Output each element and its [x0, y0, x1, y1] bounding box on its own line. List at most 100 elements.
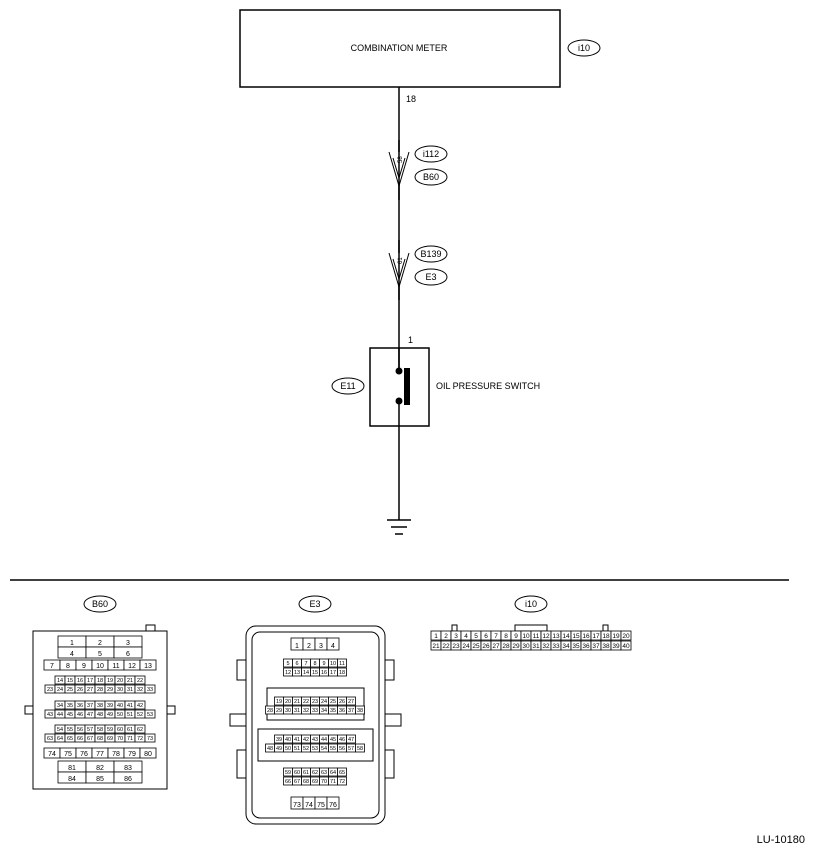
e3-pin-number: 21 [294, 699, 300, 705]
b60-pin-number: 66 [77, 736, 83, 742]
connector-tag-e11-text: E11 [340, 381, 355, 391]
b60-pin-number: 64 [57, 736, 63, 742]
i10-pin-number: 9 [514, 633, 518, 640]
b60-pin-number: 52 [137, 712, 143, 718]
e3-pin-number: 5 [286, 661, 289, 667]
i10-pin-number: 14 [562, 633, 570, 640]
i10-pin-number: 18 [602, 633, 610, 640]
e3-pin-number: 74 [305, 802, 313, 809]
b60-pin-number: 33 [147, 687, 153, 693]
i10-pin-number: 29 [512, 643, 520, 650]
b60-pin-number: 16 [77, 678, 83, 684]
i10-pin-number: 6 [484, 633, 488, 640]
connector-tag-e3 [414, 268, 448, 286]
b60-pin-number: 57 [87, 727, 93, 733]
b60-pin-number: 23 [47, 687, 53, 693]
i10-pin-number: 17 [592, 633, 600, 640]
switch-pin-number: 1 [408, 335, 413, 345]
b60-pin-cell [134, 724, 146, 734]
junction-2-pin: 61 [398, 257, 404, 264]
b60-pin-number: 7 [50, 663, 54, 670]
b60-pin-number: 2 [98, 640, 102, 647]
b60-pin-number: 34 [57, 703, 63, 709]
e3-pin-number: 17 [330, 670, 336, 676]
b60-pin-number: 38 [97, 703, 103, 709]
b60-pin-number: 62 [137, 727, 143, 733]
b60-pin-number: 17 [87, 678, 93, 684]
connector-tag-e3-text: E3 [425, 272, 436, 282]
i10-pin-number: 4 [464, 633, 468, 640]
junction-connector-2 [388, 240, 410, 300]
b60-pin-number: 63 [47, 736, 53, 742]
e3-pin-number: 36 [339, 708, 345, 714]
b60-pin-number: 67 [87, 736, 93, 742]
e3-pin-number: 67 [294, 779, 300, 785]
e3-pin-number: 10 [330, 661, 336, 667]
b60-pin-number: 54 [57, 727, 63, 733]
b60-pin-number: 18 [97, 678, 103, 684]
i10-pin-cell [620, 630, 632, 641]
e3-pin-number: 48 [267, 746, 273, 752]
b60-pin-number: 22 [137, 678, 143, 684]
e3-pin-number: 6 [295, 661, 298, 667]
i10-pin-number: 11 [533, 633, 540, 640]
e3-pin-number: 8 [313, 661, 316, 667]
e3-pin-number: 19 [276, 699, 282, 705]
e3-pin-cell [355, 743, 365, 753]
b60-pin-number: 46 [77, 712, 83, 718]
e3-pin-number: 2 [307, 643, 311, 650]
b60-pin-number: 32 [137, 687, 143, 693]
e3-pin-number: 28 [267, 708, 273, 714]
e3-pin-number: 43 [312, 737, 318, 743]
b60-pin-number: 51 [127, 712, 133, 718]
b60-pin-number: 11 [112, 663, 119, 670]
b60-pin-number: 84 [68, 776, 76, 783]
e3-pin-number: 12 [285, 670, 291, 676]
oil-pressure-switch-label: OIL PRESSURE SWITCH [436, 381, 540, 391]
e3-pin-number: 38 [357, 708, 363, 714]
e3-pin-number: 37 [348, 708, 354, 714]
i10-pin-number: 27 [492, 643, 500, 650]
i10-pin-number: 10 [522, 633, 530, 640]
junction-connector-1 [388, 140, 410, 200]
b60-pin-cell [134, 675, 146, 685]
connector-tag-b60-text: B60 [423, 172, 439, 182]
b60-pin-number: 4 [70, 651, 74, 658]
e3-pin-number: 15 [312, 670, 318, 676]
e3-pin-number: 53 [312, 746, 318, 752]
e3-pin-number: 76 [329, 802, 337, 809]
connector-tag-i10-text: i10 [578, 43, 590, 53]
b60-pin-number: 6 [126, 651, 130, 658]
b60-view-label: B60 [92, 599, 108, 609]
i10-pin-number: 19 [612, 633, 620, 640]
b60-pin-number: 79 [128, 751, 136, 758]
i10-pin-number: 35 [572, 643, 580, 650]
e3-pin-number: 20 [285, 699, 291, 705]
e3-pin-number: 33 [312, 708, 318, 714]
e3-pin-cell [337, 776, 347, 786]
i10-pin-number: 22 [442, 643, 450, 650]
b60-pin-number: 70 [117, 736, 123, 742]
e3-pin-number: 66 [285, 779, 291, 785]
i10-pin-number: 1 [434, 633, 438, 640]
b60-pin-number: 43 [47, 712, 53, 718]
connector-tag-i112-text: i112 [423, 149, 439, 159]
e3-pin-number: 59 [285, 770, 291, 776]
connector-tag-i112 [414, 145, 448, 163]
b60-pin-number: 68 [97, 736, 103, 742]
i10-pin-number: 32 [542, 643, 550, 650]
i10-pin-number: 39 [612, 643, 620, 650]
b60-pin-number: 39 [107, 703, 113, 709]
b60-pin-number: 35 [67, 703, 73, 709]
combination-meter-box [239, 9, 561, 88]
b60-pin-number: 85 [96, 776, 104, 783]
b60-pin-number: 61 [127, 727, 133, 733]
b60-pin-number: 58 [97, 727, 103, 733]
i10-pin-number: 28 [502, 643, 510, 650]
e3-pin-number: 50 [285, 746, 291, 752]
figure-code: LU-10180 [757, 834, 805, 846]
i10-pin-number: 7 [494, 633, 498, 640]
b60-pin-number: 75 [64, 751, 72, 758]
b60-pin-number: 69 [107, 736, 113, 742]
